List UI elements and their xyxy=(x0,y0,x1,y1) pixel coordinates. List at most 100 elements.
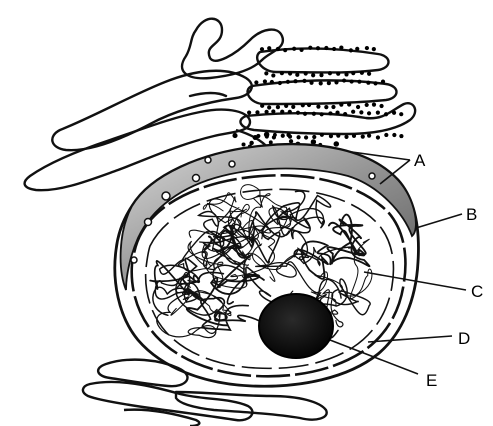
ribosome-dot xyxy=(384,112,388,116)
ribosome-dot xyxy=(361,135,365,139)
ribosome-dot xyxy=(263,79,267,83)
ribosome-dot xyxy=(281,134,285,138)
free-ribosome xyxy=(253,135,258,140)
ribosome-dot xyxy=(327,81,331,85)
ribosome-dot xyxy=(344,72,348,76)
ribosome-dot xyxy=(276,105,280,109)
ribosome-dot xyxy=(328,111,332,115)
ribosome-dot xyxy=(324,105,328,109)
free-ribosome xyxy=(242,143,246,147)
ribosome-dot xyxy=(291,105,295,109)
ribosome-dot xyxy=(280,71,284,75)
ribosome-dot xyxy=(276,47,280,51)
ribosome-dot xyxy=(264,71,268,75)
ribosome-dot xyxy=(339,46,343,50)
ribosome-dot xyxy=(357,80,361,84)
ribosome-dot xyxy=(320,112,324,116)
label-d: D xyxy=(458,329,470,348)
ribosome-dot xyxy=(271,109,275,113)
ribosome-dot xyxy=(373,81,377,85)
ribosome-dot xyxy=(267,105,271,109)
ribosome-dot xyxy=(316,46,320,50)
label-e: E xyxy=(426,371,437,390)
ribosome-dot xyxy=(366,81,370,85)
ribosome-dot xyxy=(267,46,271,50)
ribosome-dot xyxy=(288,71,292,75)
ribosome-dot xyxy=(384,133,388,137)
ribosome-dot xyxy=(270,80,274,84)
ribosome-dot xyxy=(367,111,371,115)
ribosome-dot xyxy=(332,47,336,51)
ribosome-dot xyxy=(271,73,275,77)
ribosome-dot xyxy=(331,105,335,109)
ribosome-dot xyxy=(351,110,355,114)
rough-endoplasmic-reticulum xyxy=(232,46,415,162)
ribosome-dot xyxy=(309,81,313,85)
ribosome-dot xyxy=(334,80,338,84)
ribosome-dot xyxy=(302,79,306,83)
ribosome-dot xyxy=(312,112,316,116)
ribosome-dot xyxy=(376,111,380,115)
ribosome-dot xyxy=(376,135,380,139)
ribosome-dot xyxy=(303,112,307,116)
ribosome-dot xyxy=(392,133,396,137)
ribosome-dot xyxy=(372,103,376,107)
ribosome-dot xyxy=(286,80,290,84)
ribosome-dot xyxy=(350,79,354,83)
ribosome-dot xyxy=(283,48,287,52)
ribosome-dot xyxy=(296,135,300,139)
ribosome-dot xyxy=(365,103,369,107)
ribosome-dot xyxy=(301,103,305,107)
ribosome-dot xyxy=(247,110,251,114)
ribosome-dot xyxy=(367,72,371,76)
ribosome-dot xyxy=(356,105,360,109)
ribosome-dot xyxy=(316,104,320,108)
ribosome-dot xyxy=(347,102,351,106)
label-b: B xyxy=(466,205,477,224)
ribosome-dot xyxy=(355,47,359,51)
free-ribosome xyxy=(249,141,253,145)
nucleolus xyxy=(259,294,333,358)
ribosome-dot xyxy=(260,104,264,108)
ribosome-dot xyxy=(342,78,346,82)
ribosome-dot xyxy=(336,134,340,138)
ribosome-dot xyxy=(280,110,284,114)
free-ribosome xyxy=(264,132,270,138)
ribosome-dot xyxy=(255,110,259,114)
ribosome-dot xyxy=(308,46,312,50)
ribosome-dot xyxy=(399,134,403,138)
ribosome-dot xyxy=(360,71,364,75)
ribosome-dot xyxy=(304,135,308,139)
ribosome-dot xyxy=(295,73,299,77)
ribosome-dot xyxy=(304,71,308,75)
ribosome-dot xyxy=(335,110,339,114)
ribosome-dot xyxy=(264,110,268,114)
ribosome-dot xyxy=(312,135,316,139)
ribosome-dot xyxy=(352,134,356,138)
ribosome-dot xyxy=(381,79,385,83)
free-ribosome xyxy=(289,139,293,143)
ribosome-dot xyxy=(336,72,340,76)
label-a: A xyxy=(414,151,426,170)
free-ribosome xyxy=(286,133,290,137)
ribosome-dot xyxy=(343,112,347,116)
ribosome-dot xyxy=(365,46,369,50)
ribosome-dot xyxy=(379,104,383,108)
ribosome-dot xyxy=(307,103,311,107)
ribosome-dot xyxy=(260,47,264,51)
free-ribosome xyxy=(334,141,339,146)
ribosome-dot xyxy=(293,79,297,83)
leader-line-b xyxy=(416,214,462,228)
ribosome-dot xyxy=(392,111,396,115)
ribosome-dot xyxy=(319,73,323,77)
ribosome-dot xyxy=(339,103,343,107)
ribosome-dot xyxy=(311,73,315,77)
ribosome-dot xyxy=(278,81,282,85)
ribosome-dot xyxy=(292,47,296,51)
ribosome-dot xyxy=(372,47,376,51)
ribosome-dot xyxy=(344,135,348,139)
ribosome-dot xyxy=(328,71,332,75)
ribosome-dot xyxy=(349,48,353,52)
